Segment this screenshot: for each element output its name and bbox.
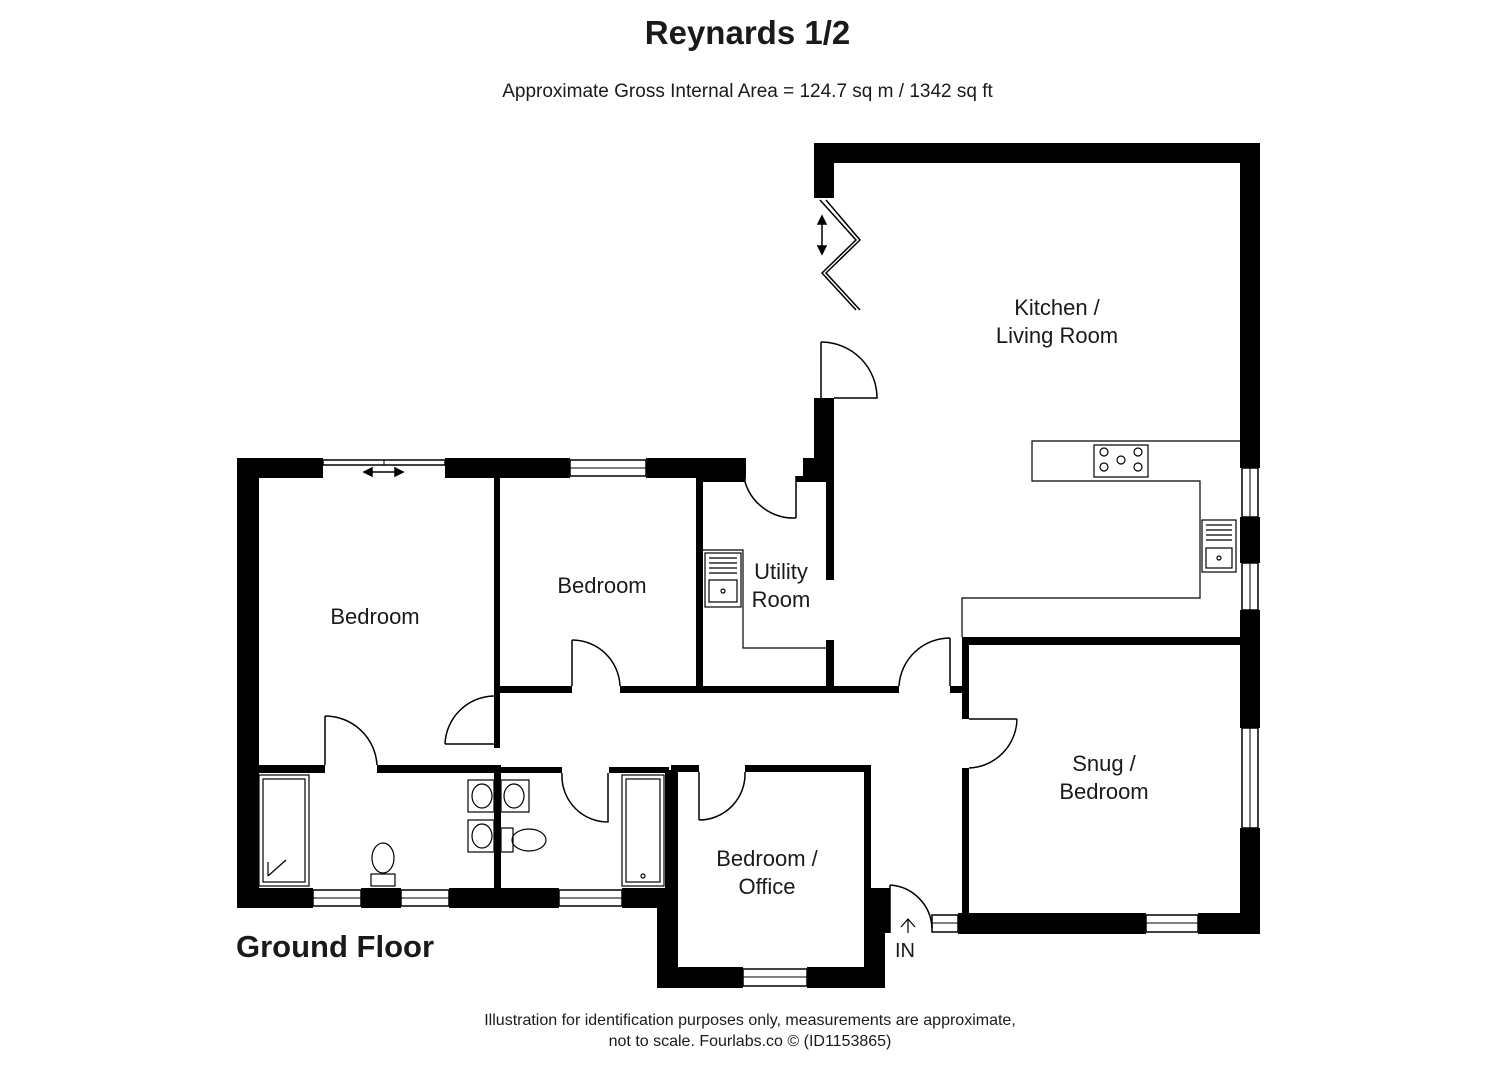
label-entrance: IN <box>895 940 915 962</box>
wall-office-leftwall <box>671 765 678 895</box>
wall-utility-right-a <box>826 476 834 580</box>
wall-kitchen-left-top <box>814 143 834 198</box>
wall-office-top-b <box>745 765 870 772</box>
label-snug-2: Bedroom <box>1059 779 1148 804</box>
wall-office-rightwall <box>864 765 871 895</box>
bifold-doors-icon <box>819 199 862 311</box>
wall-snug-right-upper <box>1240 640 1260 728</box>
wall-utility-right-b <box>826 640 834 693</box>
disclaimer: Illustration for identification purposes… <box>0 1010 1495 1052</box>
label-utility-2: Room <box>752 587 811 612</box>
wall-bed2-bottom-b <box>620 686 703 693</box>
label-office-1: Bedroom / <box>716 846 818 871</box>
wall-kitchen-right-mid <box>1240 517 1260 563</box>
label-kitchen-1: Kitchen / <box>1014 295 1100 320</box>
basin-icon <box>467 779 530 853</box>
floor-name: Ground Floor <box>236 929 435 964</box>
wall-kitchen-right-upper <box>1240 143 1260 468</box>
bathtub-icon <box>258 774 310 887</box>
wall-hall-top-b <box>950 686 964 693</box>
utility-counter <box>703 549 826 649</box>
utility-sink-icon <box>704 552 742 608</box>
window-mullions <box>313 460 1251 978</box>
room-labels: Kitchen / Living Room Utility Room Bedro… <box>330 295 1148 962</box>
wall-bath-divider <box>494 765 501 895</box>
wall-bed2-utility <box>696 478 703 692</box>
walls <box>237 143 1260 988</box>
wall-office-bottom-a <box>657 967 743 988</box>
label-snug-1: Snug / <box>1072 751 1136 776</box>
wall-bed1-bottom-a <box>259 765 325 773</box>
wall-office-top-a <box>671 765 699 772</box>
wall-bottom-c <box>449 888 559 908</box>
wall-entry-left <box>870 888 890 933</box>
disclaimer-line-1: Illustration for identification purposes… <box>484 1012 1016 1029</box>
label-office-2: Office <box>738 874 795 899</box>
wall-hall-bed1 <box>494 692 500 748</box>
wall-kitchen-top <box>814 143 1260 163</box>
wall-bed1-bed2 <box>494 478 500 692</box>
wall-top-mid2 <box>646 458 746 478</box>
wall-office-left <box>657 888 678 988</box>
internal-walls <box>259 476 1260 934</box>
doors <box>324 341 1018 933</box>
label-utility-1: Utility <box>754 559 808 584</box>
wall-snug-bottom-a <box>958 913 1146 934</box>
wall-kitchen-snug <box>962 637 1260 645</box>
toilet-icon <box>370 842 396 887</box>
bifold-arrow-icon <box>816 214 828 256</box>
bathtub-2-icon <box>621 774 665 887</box>
entrance-arrow-icon <box>900 918 916 933</box>
wall-ensuite-top <box>500 767 562 773</box>
disclaimer-line-2: not to scale. Fourlabs.co © (ID1153865) <box>608 1033 892 1050</box>
sliding-door-arrows-icon <box>362 466 405 478</box>
wall-utility-top-b <box>796 476 834 482</box>
wall-ensuite-top-b <box>609 767 669 773</box>
label-bedroom-small: Bedroom <box>557 573 646 598</box>
wall-snug-left-a <box>962 637 969 719</box>
wall-bath2-right <box>665 770 671 895</box>
wall-snug-left-b <box>962 768 969 934</box>
wall-bed1-bottom-b <box>377 765 500 773</box>
wall-bottom-b <box>361 888 401 908</box>
wall-kitchen-left-mid <box>814 398 834 476</box>
kitchen-counter <box>961 440 1240 637</box>
label-kitchen-2: Living Room <box>996 323 1118 348</box>
wall-utility-top <box>703 476 745 482</box>
kitchen-sink-icon <box>1201 519 1237 573</box>
wall-utility-stub <box>803 458 834 476</box>
wall-utility-bottom <box>703 686 829 693</box>
gross-area-text: Approximate Gross Internal Area = 124.7 … <box>502 81 993 102</box>
wall-snug-right-lower <box>1240 828 1260 934</box>
wall-left <box>237 458 259 908</box>
wall-bed2-bottom-a <box>500 686 572 693</box>
plan-title: Reynards 1/2 <box>644 14 851 51</box>
wall-top-mid <box>445 458 570 478</box>
wall-bottom-a <box>237 888 313 908</box>
ensuite-toilet-icon <box>500 827 547 853</box>
hob-icon <box>1093 444 1149 478</box>
wall-hall-top-a <box>829 686 899 693</box>
label-bedroom-large: Bedroom <box>330 604 419 629</box>
